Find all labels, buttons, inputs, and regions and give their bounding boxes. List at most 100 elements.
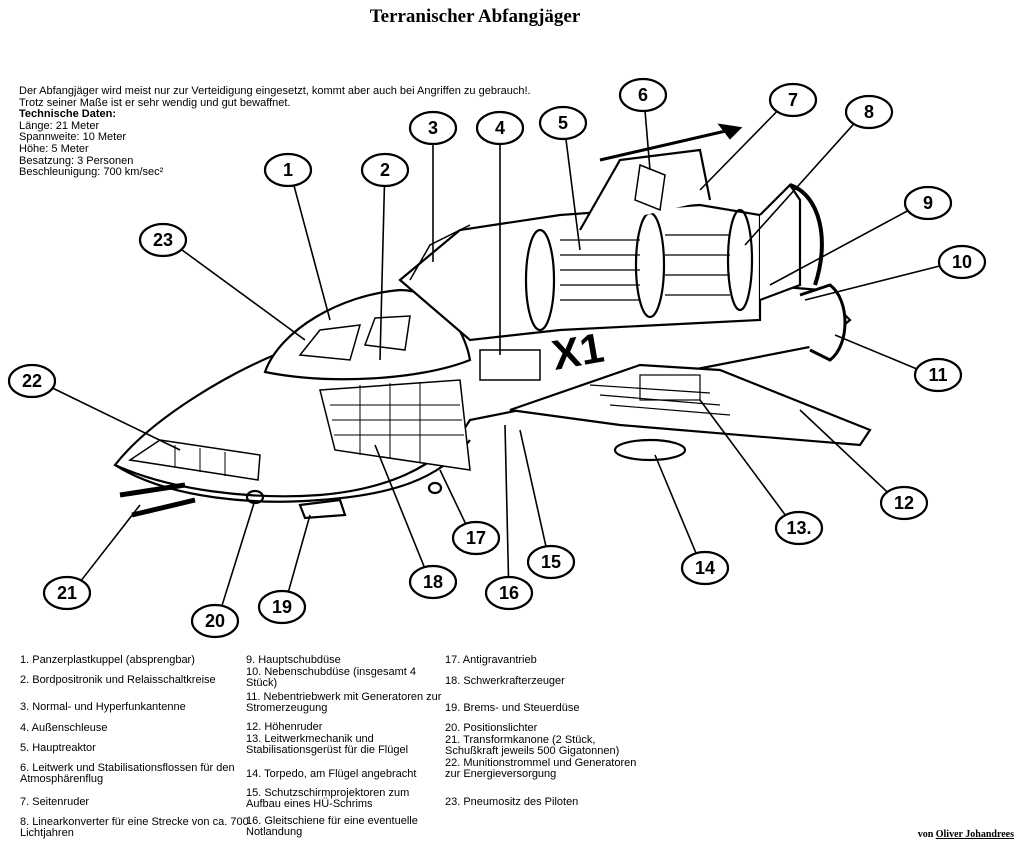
callout-bubble xyxy=(618,77,668,113)
leader-line xyxy=(293,185,331,321)
legend-item: 10. Nebenschubdüse (insgesamt 4 Stück) xyxy=(246,666,416,690)
legend-item: 4. Außenschleuse xyxy=(20,722,108,734)
callout-bubble xyxy=(190,603,240,639)
page-title: Terranischer Abfangjäger xyxy=(369,6,581,27)
callout-2: 2 xyxy=(360,152,410,361)
legend-item: 1. Panzerplastkuppel (absprengbar) xyxy=(20,654,195,666)
callout-10: 10 xyxy=(804,244,987,301)
callout-16: 16 xyxy=(484,424,534,611)
legend-item: 21. Transformkanone (2 Stück, Schußkraft… xyxy=(445,734,620,758)
legend-item: 12. Höhenruder xyxy=(246,721,323,733)
legend-item: 15. Schutzschirmprojektoren zum Aufbau e… xyxy=(246,787,410,811)
author-link[interactable]: Oliver Johandrees xyxy=(935,829,1014,840)
callout-number: 5 xyxy=(558,113,568,133)
spec-crew: Besatzung: 3 Personen xyxy=(19,154,134,167)
callout-number: 20 xyxy=(205,611,225,631)
spec-length: Länge: 21 Meter xyxy=(19,119,100,132)
callout-bubble xyxy=(360,152,410,188)
callout-bubble xyxy=(768,82,818,118)
callout-number: 7 xyxy=(788,90,798,110)
leader-line xyxy=(699,110,778,191)
callout-8: 8 xyxy=(744,94,894,246)
description: Der Abfangjäger wird meist nur zur Verte… xyxy=(19,85,531,109)
leader-line xyxy=(287,514,311,592)
callout-12: 12 xyxy=(799,409,929,521)
callout-4: 4 xyxy=(475,110,525,355)
leader-line xyxy=(744,123,855,246)
leader-line xyxy=(804,264,941,301)
callout-bubble xyxy=(257,589,307,625)
callout-bubble xyxy=(475,110,525,146)
leader-line xyxy=(221,499,256,607)
callout-9: 9 xyxy=(769,185,953,286)
callout-5: 5 xyxy=(538,105,588,251)
callout-bubble xyxy=(408,564,458,600)
callout-bubble xyxy=(680,550,730,586)
leader-line xyxy=(51,387,181,451)
spec-acceleration: Beschleunigung: 700 km/sec² xyxy=(19,166,164,179)
callout-bubble xyxy=(263,152,313,188)
legend-item: 8. Linearkonverter für eine Strecke von … xyxy=(20,816,249,840)
leader-line xyxy=(654,454,697,554)
callout-20: 20 xyxy=(190,499,256,639)
leader-line xyxy=(799,409,889,493)
callout-number: 18 xyxy=(423,572,443,592)
leader-line xyxy=(565,138,581,251)
callout-number: 17 xyxy=(466,528,486,548)
leader-line xyxy=(644,110,651,171)
callout-number: 6 xyxy=(638,85,648,105)
leader-line xyxy=(80,504,141,582)
intro-text: Der Abfangjäger wird meist nur zur Verte… xyxy=(19,85,539,179)
legend-item: 22. Munitionstrommel und Generatoren zur… xyxy=(445,757,637,781)
legend-item: 13. Leitwerkmechanik und Stabilisationsg… xyxy=(246,733,409,757)
callout-23: 23 xyxy=(138,222,306,341)
legend-item: 2. Bordpositronik und Relaisschaltkreise xyxy=(20,674,216,686)
specs-heading: Technische Daten: xyxy=(19,108,116,121)
callout-bubble xyxy=(538,105,588,141)
spec-wingspan: Spannweite: 10 Meter xyxy=(19,131,127,144)
callout-number: 22 xyxy=(22,371,42,391)
callout-17: 17 xyxy=(439,469,501,556)
callout-number: 19 xyxy=(272,597,292,617)
credit-prefix: von xyxy=(917,829,934,840)
callout-bubble xyxy=(913,357,963,393)
callout-18: 18 xyxy=(374,444,458,600)
callout-3: 3 xyxy=(408,110,458,262)
leader-line xyxy=(374,444,426,568)
legend-item: 5. Hauptreaktor xyxy=(20,742,96,754)
callout-19: 19 xyxy=(257,514,311,625)
callout-number: 3 xyxy=(428,118,438,138)
leader-line xyxy=(439,469,467,525)
leader-line xyxy=(379,185,386,361)
callout-6: 6 xyxy=(618,77,668,171)
callout-number: 15 xyxy=(541,552,561,572)
callout-bubble xyxy=(879,485,929,521)
callout-number: 8 xyxy=(864,102,874,122)
leader-line xyxy=(504,424,510,578)
callout-number: 16 xyxy=(499,583,519,603)
legend-item: 17. Antigravantrieb xyxy=(445,654,537,666)
legend-item: 3. Normal- und Hyperfunkantenne xyxy=(20,701,186,713)
legend-item: 16. Gleitschiene für eine eventuelle Not… xyxy=(246,815,418,839)
legend-item: 18. Schwerkrafterzeuger xyxy=(445,675,565,687)
callout-bubble xyxy=(844,94,894,130)
ship-hull: X1 xyxy=(113,123,872,520)
legend-item: 11. Nebentriebwerk mit Generatoren zur S… xyxy=(246,691,442,715)
callout-number: 14 xyxy=(695,558,715,578)
legend-item: 9. Hauptschubdüse xyxy=(246,654,341,666)
leader-line xyxy=(699,399,787,516)
callout-15: 15 xyxy=(519,429,576,580)
leader-line xyxy=(769,209,909,286)
callout-number: 23 xyxy=(153,230,173,250)
callout-number: 10 xyxy=(952,252,972,272)
legend-item: 14. Torpedo, am Flügel angebracht xyxy=(246,768,417,780)
callout-number: 21 xyxy=(57,583,77,603)
callout-bubble xyxy=(7,363,57,399)
leader-line xyxy=(834,334,918,370)
legend-item: 23. Pneumositz des Piloten xyxy=(445,796,579,808)
callout-number: 11 xyxy=(928,365,947,385)
callout-number: 12 xyxy=(894,493,914,513)
legend-item: 19. Brems- und Steuerdüse xyxy=(445,702,580,714)
legend-item: 20. Positionslichter xyxy=(445,722,538,734)
